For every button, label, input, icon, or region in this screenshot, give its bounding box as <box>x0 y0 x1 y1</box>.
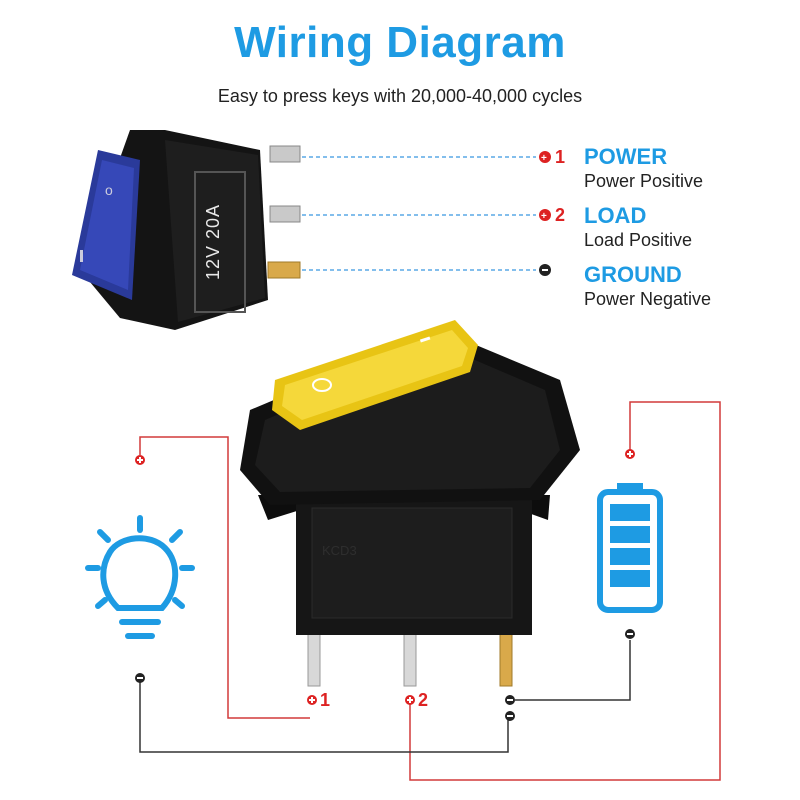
pin-label-power: POWER Power Positive <box>584 145 703 193</box>
pin-marker-1: 1 <box>555 147 566 167</box>
pin-description: Load Positive <box>584 230 693 250</box>
pin-label-load: LOAD Load Positive <box>584 204 692 252</box>
pin-name: GROUND <box>584 262 682 287</box>
battery-icon <box>597 483 663 613</box>
pin-description: Power Negative <box>584 289 712 309</box>
polarity-markers <box>135 449 635 721</box>
switch-rating-label: 12V 20A <box>203 203 223 281</box>
pin-leg-1 <box>307 629 321 687</box>
pin-name: POWER <box>584 144 668 169</box>
page-subtitle: Easy to press keys with 20,000-40,000 cy… <box>217 86 583 106</box>
bottom-switch: KCD3 <box>240 320 580 687</box>
terminal-ground <box>267 261 301 279</box>
pin-marker-2: 2 <box>555 205 566 225</box>
pin-leg-2 <box>403 629 417 687</box>
bottom-marker-2: 2 <box>418 690 429 710</box>
pin-description: Power Positive <box>584 171 704 191</box>
bulb-icon <box>85 515 195 639</box>
top-switch: o <box>72 130 301 330</box>
svg-text:o: o <box>105 182 113 198</box>
pin-label-ground: GROUND Power Negative <box>584 263 711 311</box>
svg-text:KCD3: KCD3 <box>322 543 357 558</box>
page-title: Wiring Diagram <box>234 18 566 67</box>
terminal-load <box>269 205 301 223</box>
leader-lines <box>302 156 536 271</box>
pin-markers: + + <box>539 151 551 276</box>
svg-text:+: + <box>541 153 547 164</box>
rating-box <box>194 171 246 313</box>
positive-wires <box>139 401 721 781</box>
bottom-marker-1: 1 <box>320 690 331 710</box>
negative-wires <box>139 640 631 753</box>
pin-name: LOAD <box>584 203 647 228</box>
terminal-power <box>269 145 301 163</box>
pin-leg-ground <box>499 629 513 687</box>
svg-text:+: + <box>541 211 547 222</box>
